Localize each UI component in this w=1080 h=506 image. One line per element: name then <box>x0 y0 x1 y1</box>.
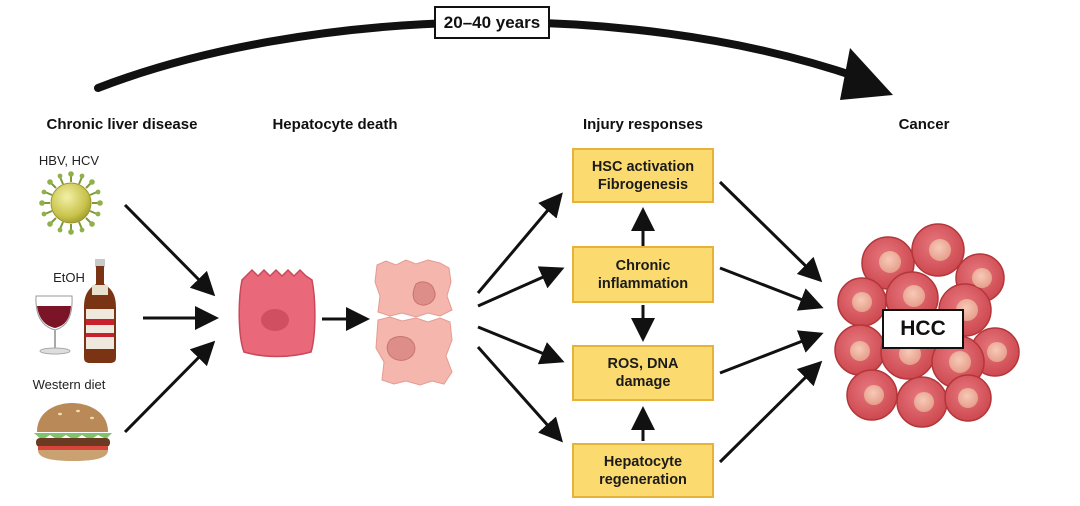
burger-icon <box>34 403 112 461</box>
box-ros-line2: damage <box>615 374 671 390</box>
virus-label: HBV, HCV <box>38 153 100 168</box>
box-hepatocyte-regeneration: Hepatocyte regeneration <box>572 443 714 498</box>
box-regeneration-line2: regeneration <box>599 471 687 488</box>
wine-glass-icon <box>35 295 73 355</box>
cancer-arrows <box>718 180 824 464</box>
box-regeneration-line1: Hepatocyte <box>603 453 683 470</box>
beer-bottle-icon <box>84 259 116 363</box>
box-hsc-activation: HSC activation Fibrogenesis <box>572 148 714 203</box>
heading-injury-responses: Injury responses <box>582 116 704 133</box>
heading-chronic-liver-disease: Chronic liver disease <box>46 116 198 133</box>
hcc-label: HCC <box>882 309 964 349</box>
box-chronic-inflammation: Chronic inflammation <box>572 246 714 303</box>
injury-arrows <box>476 192 565 443</box>
dying-cells-icon <box>374 259 453 386</box>
heading-cancer: Cancer <box>898 116 950 133</box>
box-hsc-line2: Fibrogenesis <box>597 176 689 193</box>
diet-label: Western diet <box>32 377 106 392</box>
alcohol-label: EtOH <box>53 270 85 285</box>
box-inflammation-line2: inflammation <box>597 275 689 292</box>
box-hsc-line1: HSC activation <box>591 158 695 175</box>
box-ros-dna-damage: ROS, DNA damage <box>572 345 714 401</box>
cause-arrows <box>123 203 219 434</box>
heading-hepatocyte-death: Hepatocyte death <box>272 116 398 133</box>
box-inflammation-line1: Chronic <box>615 257 671 274</box>
timeline-label: 20–40 years <box>434 6 550 39</box>
virus-icon <box>39 171 103 235</box>
box-ros-line1: ROS, DNA <box>607 356 679 372</box>
hepatocyte-icon <box>238 268 316 358</box>
